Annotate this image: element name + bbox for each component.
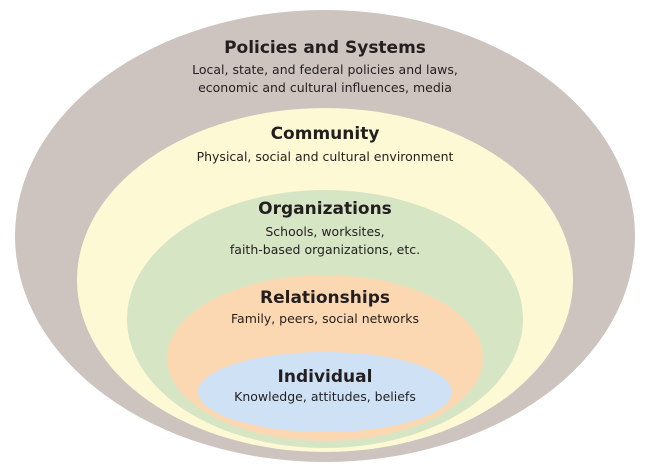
relationships-desc: Family, peers, social networks xyxy=(231,311,419,326)
organizations-title: Organizations xyxy=(258,199,392,219)
individual-title: Individual xyxy=(277,367,373,387)
organizations-desc-2: faith-based organizations, etc. xyxy=(229,242,421,257)
policies-title: Policies and Systems xyxy=(224,38,426,58)
policies-desc-2: economic and cultural influences, media xyxy=(198,80,452,95)
community-desc: Physical, social and cultural environmen… xyxy=(196,149,454,164)
community-title: Community xyxy=(270,124,380,144)
organizations-desc-1: Schools, worksites, xyxy=(265,224,385,239)
individual-ellipse xyxy=(198,352,452,432)
relationships-title: Relationships xyxy=(260,288,390,308)
policies-desc-1: Local, state, and federal policies and l… xyxy=(192,62,458,77)
individual-desc: Knowledge, attitudes, beliefs xyxy=(234,389,416,404)
